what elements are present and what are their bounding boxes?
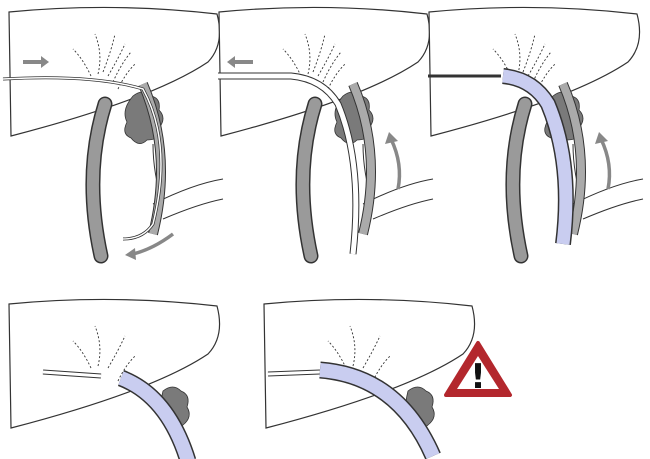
anatomy: [513, 84, 643, 256]
panel-5: [263, 298, 476, 459]
bile-ducts: [72, 325, 136, 382]
warning-symbol: !: [470, 357, 486, 397]
arrow-head-icon: [41, 56, 49, 68]
liver-outline: [263, 298, 476, 429]
anatomy: [93, 84, 223, 256]
curve-arrow: [132, 232, 175, 256]
curve-arrow: [599, 138, 612, 190]
liver-outline: [8, 298, 221, 429]
guidewire-core: [42, 370, 102, 378]
anatomy: [303, 84, 433, 256]
liver-outline: [428, 6, 641, 137]
arrow-head-icon: [595, 132, 608, 144]
bile-ducts: [327, 325, 391, 382]
stent: [118, 371, 195, 459]
arrow-head-icon: [125, 248, 136, 260]
warning-icon: !: [444, 341, 512, 397]
catheter-lumen: [218, 73, 359, 255]
liver-outline: [8, 6, 221, 137]
panel-1: [2, 6, 223, 260]
stent: [502, 69, 573, 245]
guidewire-core: [267, 370, 321, 376]
guidewire-core: [2, 77, 162, 240]
stent: [319, 363, 440, 459]
curve-arrow: [389, 138, 402, 190]
arrow-head-icon: [227, 56, 235, 68]
panel-3: [428, 6, 643, 256]
arrow-head-icon: [385, 132, 398, 144]
panel-2: [218, 6, 433, 256]
panel-4: [8, 298, 221, 459]
liver-outline: [218, 6, 431, 137]
